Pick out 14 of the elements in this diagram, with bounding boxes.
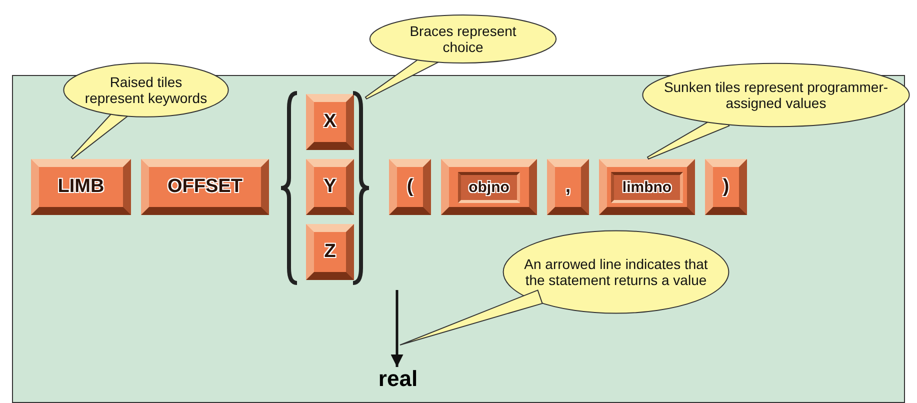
keyword-tile: OFFSET bbox=[141, 159, 269, 215]
panel-background bbox=[12, 75, 905, 403]
value-tile: limbno bbox=[599, 159, 695, 215]
return-arrow bbox=[390, 290, 404, 367]
return-type-label: real bbox=[373, 366, 423, 394]
keyword-tile: Z bbox=[306, 224, 354, 280]
speech-bubble: An arrowed line indicates that the statement returns a value bbox=[501, 229, 731, 315]
keyword-tile: X bbox=[306, 94, 354, 150]
value-tile: objno bbox=[441, 159, 537, 215]
keyword-tile: ( bbox=[389, 159, 431, 215]
keyword-tile: ) bbox=[705, 159, 747, 215]
keyword-tile: Y bbox=[306, 159, 354, 215]
keyword-tile: LIMB bbox=[31, 159, 131, 215]
keyword-tile: , bbox=[547, 159, 589, 215]
